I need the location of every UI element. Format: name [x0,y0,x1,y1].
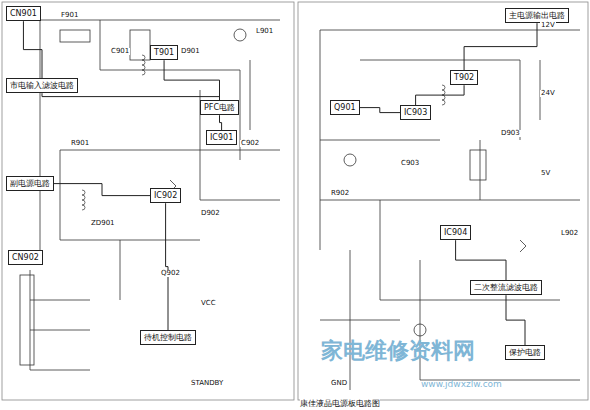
node-text: CN901 [10,9,37,18]
part-label: C902 [240,140,260,147]
part-label: GND [330,380,348,387]
part-label: C901 [110,48,130,55]
part-label: D901 [180,48,201,55]
node-text: PFC电路 [204,103,235,112]
node-text: IC903 [404,108,427,117]
component-box: CN902 [8,250,43,265]
connector [506,295,525,345]
component-box: IC901 [206,130,237,145]
node-text: 保护电路 [509,348,541,357]
component-box: IC903 [400,105,431,120]
part-label: D903 [500,130,521,137]
component-box: IC904 [440,225,471,240]
note-box: 二次整流滤波电路 [470,280,542,295]
part-label: 24V [540,90,556,97]
part-label: D902 [200,210,221,217]
connector [220,115,222,130]
component-box: Q901 [330,100,360,115]
part-label: R902 [330,190,350,197]
connector [23,21,42,78]
part-label: C903 [400,160,420,167]
component-box: CN901 [6,6,41,21]
component-box: 保护电路 [505,345,545,360]
component-box: T901 [150,45,178,60]
watermark: 家电维修资料网 [320,340,476,362]
node-text: 副电源电路 [10,179,50,188]
connector [416,85,464,105]
component-box: PFC电路 [200,100,239,115]
component-box: IC902 [150,188,181,203]
part-label: L901 [255,28,274,35]
note-box: 市电输入滤波电路 [6,78,78,93]
node-text: CN902 [12,253,39,262]
part-label: R901 [70,140,90,147]
watermark: www.jdwxzlw.com [420,380,503,389]
part-label: VCC [200,300,217,307]
caption: 康佳液晶电源板电路图 [300,398,380,409]
part-label: 12V [540,22,556,29]
part-label: Q902 [160,270,181,277]
node-text: IC904 [444,228,467,237]
node-text: 二次整流滤波电路 [474,283,538,292]
part-label: L902 [560,230,579,237]
node-text: 市电输入滤波电路 [10,81,74,90]
connector [166,203,168,330]
node-text: T901 [154,48,174,57]
node-text: 主电源输出电路 [509,11,565,20]
connector [164,60,219,100]
node-text: IC902 [154,191,177,200]
node-text: IC901 [210,133,233,142]
connector [456,240,506,280]
connector [54,184,150,196]
part-label: 5V [540,170,551,177]
connector [360,108,400,113]
part-label: STANDBY [190,380,224,387]
part-label: F901 [60,12,79,19]
component-box: 副电源电路 [6,176,54,191]
part-label: ZD901 [90,220,116,227]
connector [42,93,220,100]
node-text: T902 [454,73,474,82]
component-box: T902 [450,70,478,85]
node-text: Q901 [334,103,356,112]
connector [464,23,537,70]
note-box: 待机控制电路 [140,330,196,345]
node-text: 待机控制电路 [144,333,192,342]
note-box: 主电源输出电路 [505,8,569,23]
